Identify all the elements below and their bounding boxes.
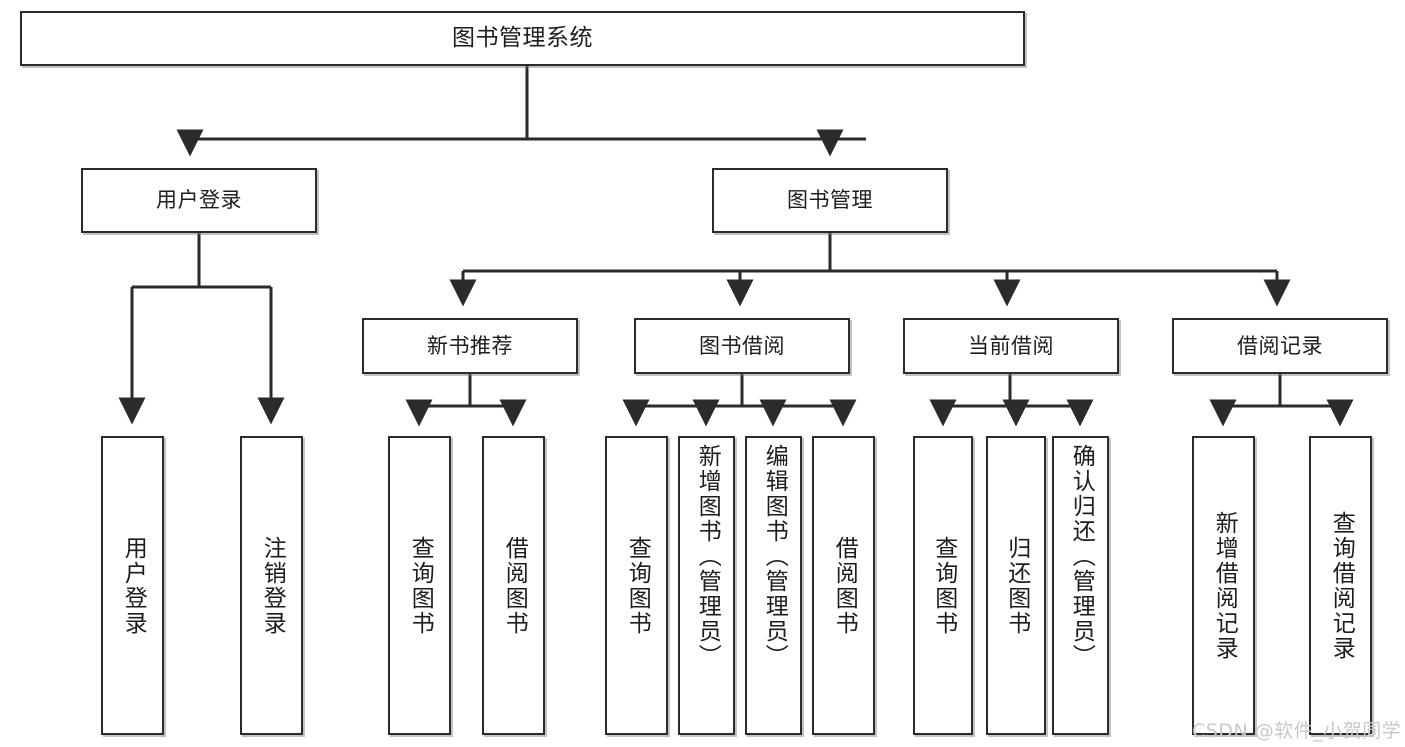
node-user-login[interactable]: 用户登录: [81, 168, 317, 233]
node-leaf-borrow-book-2[interactable]: 借阅图书: [812, 436, 875, 735]
node-leaf-logout[interactable]: 注销登录: [240, 436, 303, 735]
node-leaf-query-book-2-label: 查询图书: [624, 535, 651, 636]
node-user-login-label: 用户登录: [156, 188, 242, 213]
node-leaf-add-book[interactable]: 新增图书（管理员）: [678, 436, 735, 735]
node-current-borrow-label: 当前借阅: [968, 333, 1054, 358]
node-leaf-user-login[interactable]: 用户登录: [101, 436, 164, 735]
node-leaf-add-record[interactable]: 新增借阅记录: [1192, 436, 1255, 735]
node-leaf-return-book[interactable]: 归还图书: [986, 436, 1046, 735]
node-leaf-confirm-return-label: 确认归还（管理员）: [1068, 444, 1095, 669]
node-root-label: 图书管理系统: [452, 24, 593, 51]
node-leaf-query-book-3[interactable]: 查询图书: [913, 436, 973, 735]
node-borrow-record-label: 借阅记录: [1237, 333, 1323, 358]
node-leaf-query-record[interactable]: 查询借阅记录: [1309, 436, 1372, 735]
node-leaf-borrow-book-2-label: 借阅图书: [831, 535, 858, 636]
node-book-manage[interactable]: 图书管理: [712, 168, 948, 233]
node-book-borrow[interactable]: 图书借阅: [634, 318, 850, 374]
node-leaf-logout-label: 注销登录: [259, 535, 286, 636]
node-leaf-borrow-book-1-label: 借阅图书: [501, 535, 528, 636]
node-new-book-recommend[interactable]: 新书推荐: [362, 318, 578, 374]
node-leaf-add-record-label: 新增借阅记录: [1211, 510, 1238, 661]
node-leaf-query-book-1[interactable]: 查询图书: [388, 436, 451, 735]
node-leaf-query-book-3-label: 查询图书: [930, 535, 957, 636]
node-leaf-query-record-label: 查询借阅记录: [1328, 510, 1355, 661]
node-leaf-borrow-book-1[interactable]: 借阅图书: [482, 436, 545, 735]
node-leaf-user-login-label: 用户登录: [120, 535, 147, 636]
node-leaf-add-book-label: 新增图书（管理员）: [694, 444, 721, 669]
node-leaf-query-book-1-label: 查询图书: [407, 535, 434, 636]
node-current-borrow[interactable]: 当前借阅: [903, 318, 1119, 374]
node-leaf-return-book-label: 归还图书: [1003, 535, 1030, 636]
node-leaf-edit-book[interactable]: 编辑图书（管理员）: [745, 436, 802, 735]
csdn-watermark: CSDN @软件_小贺同学: [1192, 720, 1402, 742]
node-book-borrow-label: 图书借阅: [699, 333, 785, 358]
node-book-manage-label: 图书管理: [787, 188, 873, 213]
node-leaf-query-book-2[interactable]: 查询图书: [605, 436, 668, 735]
node-borrow-record[interactable]: 借阅记录: [1172, 318, 1388, 374]
node-new-book-recommend-label: 新书推荐: [427, 333, 513, 358]
node-leaf-confirm-return[interactable]: 确认归还（管理员）: [1052, 436, 1109, 735]
node-root[interactable]: 图书管理系统: [20, 11, 1025, 66]
node-leaf-edit-book-label: 编辑图书（管理员）: [761, 444, 788, 669]
